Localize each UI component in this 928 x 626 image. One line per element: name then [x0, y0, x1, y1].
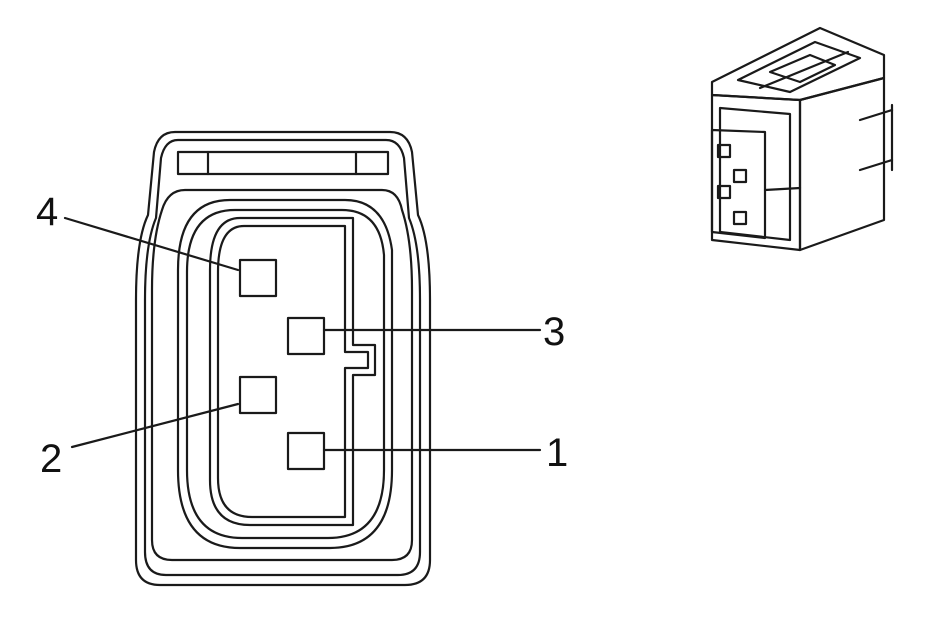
connector-outer-housing: [134, 130, 432, 587]
terminal-cavity: [208, 216, 377, 527]
inset-right-rib-2: [858, 158, 894, 172]
pin-1-terminal: [286, 431, 326, 471]
seal-gasket-outer: [176, 198, 394, 550]
inset-pin-a: [716, 143, 732, 159]
inset-front-face: [710, 93, 802, 252]
pin-2-label: 2: [40, 437, 62, 481]
inset-top-ridge-line: [758, 50, 850, 90]
pin-1-label: 1: [546, 431, 568, 475]
inset-right-rib-1: [858, 108, 894, 122]
pin-2-terminal: [238, 375, 278, 415]
pin-3-label: 3: [543, 310, 565, 354]
connector-face-view: [63, 130, 542, 587]
terminal-cavity-inner: [216, 224, 370, 519]
inset-right-face: [798, 76, 886, 252]
inset-insert-divider: [763, 186, 802, 192]
inset-front-opening: [718, 106, 792, 242]
connector-rim: [150, 188, 414, 562]
inset-top-latch: [736, 40, 862, 94]
inset-latch-ridge: [768, 53, 837, 84]
pin-4-leader-line: [63, 216, 240, 272]
connector-outer-housing-inner-edge: [143, 138, 422, 577]
pin-3-terminal: [286, 316, 326, 356]
inset-front-insert: [710, 128, 767, 240]
connector-isometric-view: [710, 26, 894, 252]
latch-slot: [176, 150, 390, 176]
pin-2-leader-line: [70, 402, 240, 449]
inset-pin-b: [732, 168, 748, 184]
seal-gasket-inner: [185, 208, 386, 540]
inset-pin-c: [716, 184, 732, 200]
pin-4-label: 4: [36, 190, 58, 234]
pin-4-terminal: [238, 258, 278, 298]
inset-pin-d: [732, 210, 748, 226]
